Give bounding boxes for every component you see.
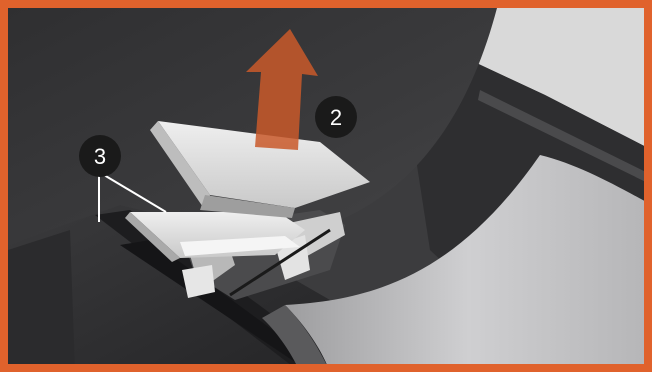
callout-3-label: 3 [94, 144, 106, 169]
latch-tab [182, 265, 215, 298]
callout-2-label: 2 [330, 105, 342, 130]
base-left-shade [8, 230, 75, 372]
callout-2: 2 [315, 96, 357, 138]
